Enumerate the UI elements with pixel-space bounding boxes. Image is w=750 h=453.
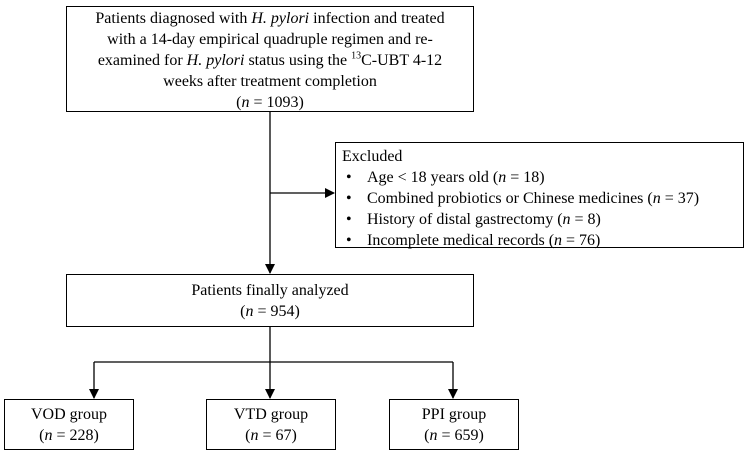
initial-line-4: weeks after treatment completion (163, 73, 377, 90)
excluded-item: Incomplete medical records (n = 76) (342, 230, 743, 251)
analyzed-box: Patients finally analyzed (n = 954) (66, 274, 474, 327)
excluded-item: Age < 18 years old (n = 18) (342, 167, 743, 188)
excluded-box: Excluded Age < 18 years old (n = 18) Com… (335, 142, 744, 251)
excluded-item: History of distal gastrectomy (n = 8) (342, 209, 743, 230)
group-count: (n = 67) (245, 427, 297, 444)
group-title: VOD group (31, 406, 107, 423)
analyzed-count: (n = 954) (240, 303, 300, 320)
initial-cohort-box: Patients diagnosed with H. pylori infect… (66, 6, 474, 112)
excluded-item: Combined probiotics or Chinese medicines… (342, 188, 743, 209)
initial-line-3: examined for H. pylori status using the … (97, 50, 443, 69)
group-count: (n = 659) (424, 427, 484, 444)
initial-line-1: Patients diagnosed with H. pylori infect… (95, 10, 445, 27)
initial-count: (n = 1093) (236, 94, 304, 111)
ppi-group-box: PPI group (n = 659) (389, 399, 519, 450)
initial-line-2: with a 14-day empirical quadruple regime… (107, 31, 433, 48)
excluded-list: Age < 18 years old (n = 18) Combined pro… (342, 167, 743, 251)
group-title: PPI group (421, 406, 487, 423)
excluded-title: Excluded (342, 148, 403, 165)
analyzed-title: Patients finally analyzed (191, 282, 349, 299)
vod-group-box: VOD group (n = 228) (4, 399, 134, 450)
group-count: (n = 228) (39, 427, 99, 444)
group-title: VTD group (233, 406, 309, 423)
vtd-group-box: VTD group (n = 67) (206, 399, 336, 450)
